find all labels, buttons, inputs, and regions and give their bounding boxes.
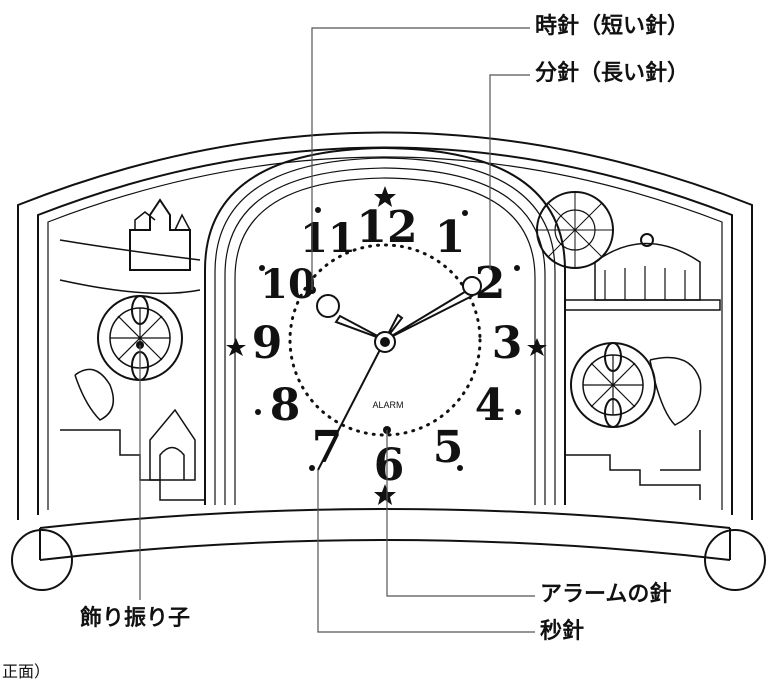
star-right-icon: [527, 338, 547, 356]
star-left-icon: [226, 338, 246, 356]
numeral-11: 11: [300, 215, 356, 262]
numeral-6: 6: [374, 440, 405, 491]
numeral-9: 9: [252, 318, 283, 369]
star-bottom-icon: [374, 484, 396, 505]
base-rail: [39, 508, 731, 529]
label-alarm-hand: アラームの針: [540, 582, 672, 607]
numeral-4: 4: [475, 380, 506, 431]
label-minute-hand: 分針（長い針）: [535, 61, 690, 86]
dial-arch: [204, 146, 566, 505]
label-hour-hand: 時針（短い針）: [535, 14, 690, 39]
leader-hour: [311, 27, 530, 290]
hour-hand: [334, 314, 386, 341]
left-doorway: [149, 408, 196, 481]
numeral-7: 7: [312, 422, 343, 473]
dial-dotted-ring: [288, 243, 482, 437]
numeral-8: 8: [270, 380, 301, 431]
right-foot: [704, 529, 766, 591]
left-castle: [129, 198, 191, 271]
leader-alarm: [386, 430, 535, 597]
alarm-text: ALARM: [372, 400, 403, 410]
numeral-10: 10: [260, 261, 316, 308]
star-top-icon: [374, 186, 396, 207]
label-pendulum: 飾り振り子: [80, 606, 191, 631]
case-outer: [17, 131, 753, 520]
carousel: [594, 242, 701, 301]
leader-second: [317, 470, 535, 633]
numeral-1: 1: [435, 212, 466, 263]
second-hand: [317, 339, 386, 471]
view-note: 正面）: [2, 662, 51, 681]
leader-minute: [489, 74, 530, 270]
numeral-3: 3: [492, 318, 523, 369]
numeral-5: 5: [433, 422, 464, 473]
left-foot: [11, 529, 73, 591]
label-second-hand: 秒針: [540, 619, 585, 644]
numeral-12: 12: [356, 202, 417, 253]
